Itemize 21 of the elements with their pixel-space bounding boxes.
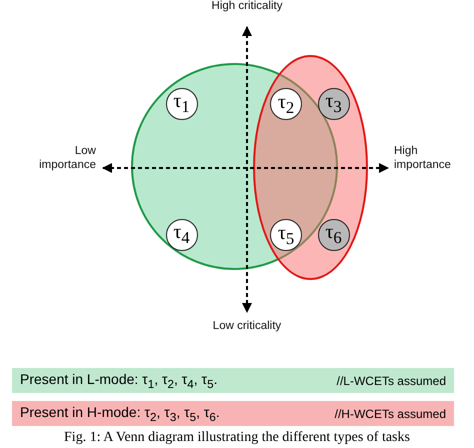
task-label: τ$_{3}$ bbox=[325, 91, 342, 116]
axis-label: High criticality bbox=[210, 0, 284, 14]
mode-note: //L-WCETs assumed bbox=[336, 374, 446, 388]
axis-label: Low criticality bbox=[212, 320, 282, 334]
task-label: τ$_{6}$ bbox=[325, 222, 342, 247]
axis-label: High importance bbox=[394, 145, 452, 173]
mode-description: Present in L-mode: τ$_{1}$, τ$_{2}$, τ$_{4}$, τ$_{5}$. bbox=[20, 370, 218, 390]
task-circle bbox=[166, 218, 198, 250]
mode-description: Present in H-mode: τ$_{2}$, τ$_{3}$, τ$_{5}$, τ$_{6}$. bbox=[20, 404, 220, 424]
mode-bar bbox=[12, 401, 454, 426]
task-label: τ$_{4}$ bbox=[173, 222, 190, 247]
task-circle bbox=[166, 88, 198, 120]
mode-bar bbox=[12, 368, 454, 393]
mode-note: //H-WCETs assumed bbox=[334, 406, 446, 420]
caption: Fig. 1: A Venn diagram illustrating the different types of tasks bbox=[63, 430, 411, 446]
task-label: τ$_{1}$ bbox=[173, 91, 190, 116]
task-circle bbox=[318, 88, 350, 120]
task-label: τ$_{5}$ bbox=[278, 222, 294, 248]
task-circle bbox=[318, 218, 350, 250]
axis-label: Low importance bbox=[38, 145, 96, 173]
task-label: τ$_{2}$ bbox=[278, 92, 294, 116]
